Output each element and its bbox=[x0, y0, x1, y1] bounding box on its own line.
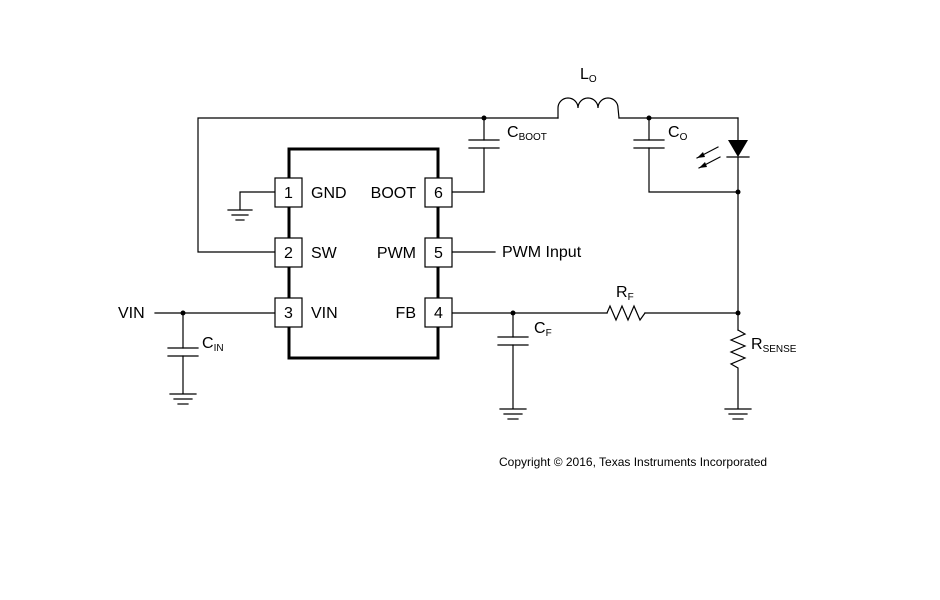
junction-dot bbox=[180, 310, 186, 316]
junction-dot bbox=[735, 189, 741, 195]
svg-text:6: 6 bbox=[434, 185, 443, 202]
pin-name: VIN bbox=[311, 305, 338, 322]
ground-icon bbox=[169, 393, 197, 405]
capacitor-cin: CIN bbox=[167, 335, 224, 357]
junction-dot bbox=[735, 310, 741, 316]
ic-pin-3: 3 VIN bbox=[274, 297, 338, 328]
ground-icon bbox=[499, 408, 527, 420]
ic-pin-5: 5 PWM bbox=[377, 237, 453, 268]
ic-pin-1: 1 GND bbox=[274, 177, 347, 208]
svg-text:4: 4 bbox=[434, 305, 443, 322]
rsense-label: RSENSE bbox=[751, 336, 797, 355]
junction-dot bbox=[646, 115, 652, 121]
pin-name: FB bbox=[396, 305, 416, 322]
pin-name: SW bbox=[311, 245, 338, 262]
inductor-lo: LO bbox=[557, 66, 620, 119]
junctions bbox=[180, 115, 741, 316]
junction-dot bbox=[481, 115, 487, 121]
led-icon bbox=[696, 140, 750, 169]
sw-node-wire bbox=[197, 117, 559, 253]
co-label: CO bbox=[668, 124, 688, 143]
svg-text:2: 2 bbox=[284, 245, 293, 262]
inductor-label: LO bbox=[580, 66, 597, 85]
svg-text:5: 5 bbox=[434, 245, 443, 262]
co-wire-bottom bbox=[648, 147, 739, 193]
pin-name: BOOT bbox=[371, 185, 417, 202]
svg-text:1: 1 bbox=[284, 185, 293, 202]
pin-name: PWM bbox=[377, 245, 416, 262]
junction-dot bbox=[510, 310, 516, 316]
ic-pin-4: 4 FB bbox=[396, 297, 453, 328]
capacitor-cf: CF bbox=[497, 320, 552, 346]
ic-pin-2: 2 SW bbox=[274, 237, 338, 268]
pin-name: GND bbox=[311, 185, 347, 202]
resistor-rf: RF bbox=[606, 284, 646, 322]
pwm-input-label: PWM Input bbox=[502, 244, 582, 261]
copyright-text: Copyright © 2016, Texas Instruments Inco… bbox=[499, 455, 767, 469]
rf-label: RF bbox=[616, 284, 634, 303]
ground-icon bbox=[724, 408, 752, 420]
cin-label: CIN bbox=[202, 335, 224, 354]
ground-icon bbox=[227, 209, 253, 221]
svg-text:3: 3 bbox=[284, 305, 293, 322]
capacitor-co: CO bbox=[633, 124, 688, 149]
gnd-pin-wire bbox=[239, 191, 276, 210]
cf-label: CF bbox=[534, 320, 552, 339]
vin-input-label: VIN bbox=[118, 305, 145, 322]
ic-pin-6: 6 BOOT bbox=[371, 177, 453, 208]
cboot-label: CBOOT bbox=[507, 124, 547, 143]
wires bbox=[154, 117, 739, 409]
resistor-rsense: RSENSE bbox=[729, 329, 797, 409]
capacitor-cboot: CBOOT bbox=[468, 124, 547, 149]
